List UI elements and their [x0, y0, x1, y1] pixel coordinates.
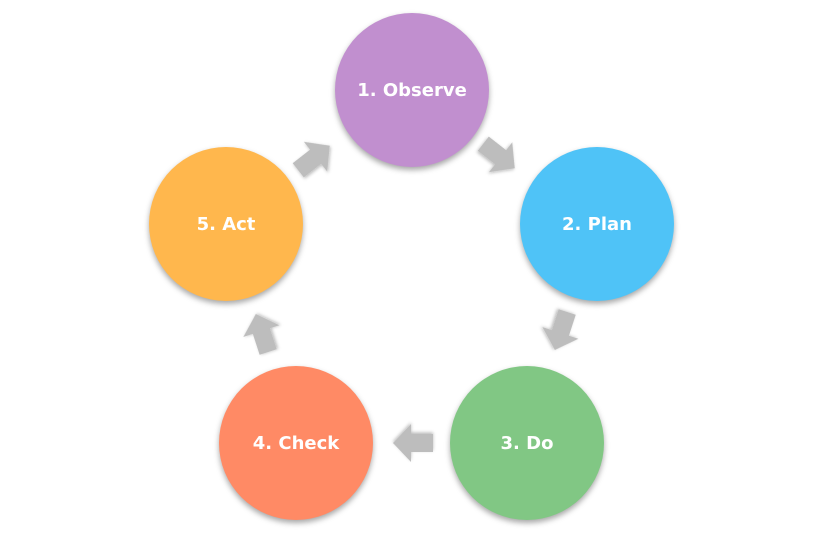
arrow-check-to-act-icon: [243, 313, 280, 355]
step-observe-label: 1. Observe: [357, 79, 467, 101]
arrow-plan-to-do-icon: [542, 309, 579, 351]
step-plan-node: 2. Plan: [520, 147, 674, 301]
arrow-observe-to-plan-icon: [477, 136, 515, 173]
arrow-act-to-observe-icon: [292, 141, 330, 178]
step-do-node: 3. Do: [450, 366, 604, 520]
step-plan-label: 2. Plan: [562, 213, 632, 235]
arrow-do-to-check-icon: [393, 424, 433, 462]
step-observe-node: 1. Observe: [335, 13, 489, 167]
step-check-label: 4. Check: [252, 432, 340, 454]
step-check-node: 4. Check: [219, 366, 373, 520]
step-do-label: 3. Do: [500, 432, 554, 454]
step-act-node: 5. Act: [149, 147, 303, 301]
step-act-label: 5. Act: [196, 213, 256, 235]
